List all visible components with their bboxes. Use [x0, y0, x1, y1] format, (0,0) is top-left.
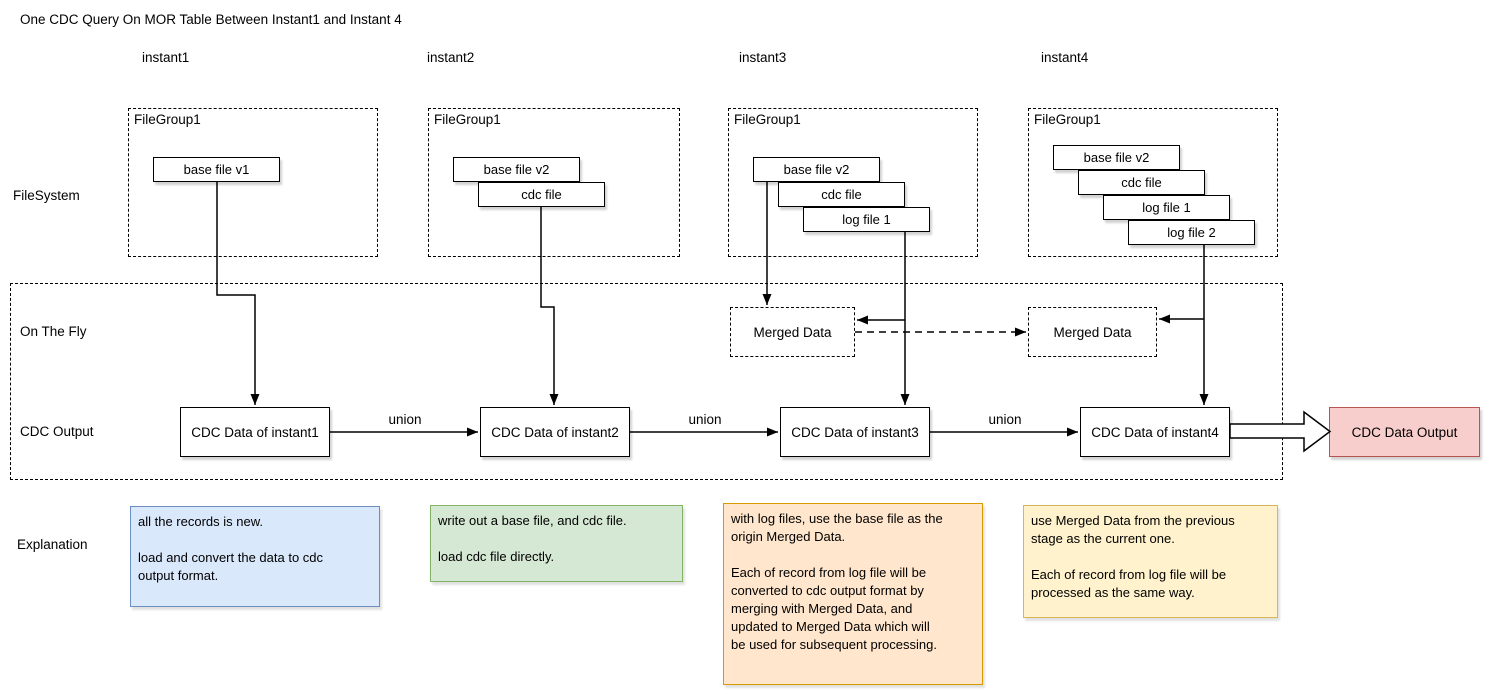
file-box-cdc-file: cdc file — [778, 182, 905, 207]
file-box-cdc-file: cdc file — [478, 182, 605, 207]
filegroup-label: FileGroup1 — [134, 112, 201, 127]
file-box-base-file-v2: base file v2 — [1053, 145, 1180, 170]
cdc-data-box-instant4: CDC Data of instant4 — [1080, 407, 1230, 457]
filegroup-box-instant4: FileGroup1 — [1028, 108, 1278, 257]
on-the-fly-region-box — [10, 283, 1283, 480]
union-label-3: union — [988, 412, 1022, 427]
column-label-instant4: instant4 — [1041, 50, 1089, 65]
file-box-log-file-2: log file 2 — [1128, 220, 1255, 245]
merged-data-box-instant4: Merged Data — [1028, 307, 1157, 357]
file-box-log-file-1: log file 1 — [803, 207, 930, 232]
cdc-data-box-instant1: CDC Data of instant1 — [180, 407, 330, 457]
filegroup-label: FileGroup1 — [734, 112, 801, 127]
cdc-data-output-box: CDC Data Output — [1329, 407, 1480, 457]
filegroup-box-instant3: FileGroup1 — [728, 108, 978, 257]
row-label-filesystem: FileSystem — [13, 188, 80, 203]
cdc-data-box-instant2: CDC Data of instant2 — [480, 407, 630, 457]
column-label-instant2: instant2 — [427, 50, 475, 65]
filegroup-label: FileGroup1 — [1034, 112, 1101, 127]
union-label-2: union — [688, 412, 722, 427]
union-label-1: union — [388, 412, 422, 427]
column-label-instant3: instant3 — [739, 50, 787, 65]
filegroup-box-instant1: FileGroup1 — [128, 108, 378, 257]
merged-data-box-instant3: Merged Data — [730, 307, 855, 357]
explanation-box-instant2: write out a base file, and cdc file. loa… — [430, 505, 683, 582]
file-box-base-file-v1: base file v1 — [153, 157, 280, 182]
column-label-instant1: instant1 — [142, 50, 190, 65]
row-label-cdc-output: CDC Output — [20, 424, 94, 439]
file-box-base-file-v2: base file v2 — [453, 157, 580, 182]
explanation-box-instant4: use Merged Data from the previous stage … — [1023, 505, 1278, 618]
file-box-cdc-file: cdc file — [1078, 170, 1205, 195]
file-box-log-file-1: log file 1 — [1103, 195, 1230, 220]
row-label-on-the-fly: On The Fly — [20, 324, 87, 339]
explanation-box-instant1: all the records is new. load and convert… — [130, 506, 380, 607]
cdc-data-box-instant3: CDC Data of instant3 — [780, 407, 930, 457]
file-box-base-file-v2: base file v2 — [753, 157, 880, 182]
diagram-title: One CDC Query On MOR Table Between Insta… — [20, 12, 402, 27]
row-label-explanation: Explanation — [17, 537, 88, 552]
explanation-box-instant3: with log files, use the base file as the… — [723, 503, 983, 685]
filegroup-label: FileGroup1 — [434, 112, 501, 127]
